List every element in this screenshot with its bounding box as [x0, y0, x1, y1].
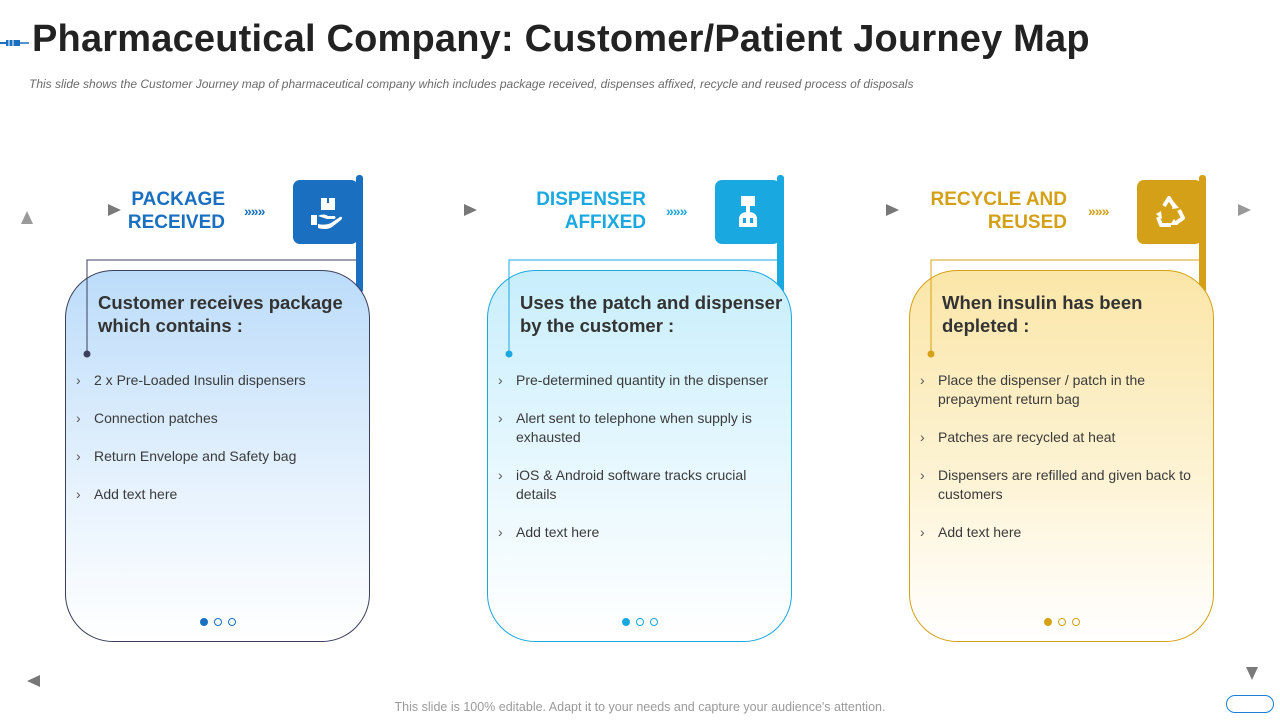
list-item: › Place the dispenser / patch in the prep… [920, 371, 1210, 409]
bullet-text: Return Envelope and Safety bag [94, 448, 297, 464]
stage-1-chevrons: »»» [244, 203, 265, 219]
bullet-text: Pre-determined quantity in the dispenser [516, 372, 769, 388]
stage-2-flag-bar [777, 175, 784, 293]
stage-2-page-dots [488, 613, 791, 631]
stage-3-flag-bar [1199, 175, 1206, 293]
bullet-text: iOS & Android software tracks crucial de… [516, 467, 747, 502]
stage-1-page-dots [66, 613, 369, 631]
chevron-right-icon: › [920, 524, 925, 540]
flow-arrowhead-top-4 [1238, 204, 1251, 216]
bullet-text: Patches are recycled at heat [938, 429, 1116, 445]
stage-3-chevrons: »»» [1088, 203, 1109, 219]
chevron-right-icon: › [920, 467, 925, 483]
stage-1-card: Customer receives package which contains… [65, 270, 370, 642]
flow-arrowhead-top-2 [464, 204, 477, 216]
bullet-text: Add text here [938, 524, 1022, 540]
dot-active [1043, 618, 1052, 626]
list-item: › Add text here [920, 523, 1210, 542]
chevron-right-icon: › [76, 448, 81, 464]
slide-nav-button[interactable] [1226, 695, 1274, 713]
chevron-right-icon: › [920, 429, 925, 445]
stage-1-title: PACKAGE RECEIVED [65, 188, 225, 234]
bullet-text: Add text here [516, 524, 600, 540]
list-item: › Return Envelope and Safety bag [76, 447, 366, 466]
stage-2-title-line-1: DISPENSER [536, 189, 646, 210]
flow-arrowhead-right-down [1246, 667, 1258, 680]
flow-arrowhead-bottom-left [27, 675, 40, 687]
stage-3-icon-box [1137, 180, 1202, 244]
list-item: › Alert sent to telephone when supply is … [498, 409, 788, 447]
list-item: › Dispensers are refilled and given back … [920, 466, 1210, 504]
dot [227, 618, 236, 626]
bullet-text: Alert sent to telephone when supply is e… [516, 410, 752, 445]
list-item: › 2 x Pre-Loaded Insulin dispensers [76, 371, 366, 390]
chevron-right-icon: › [76, 372, 81, 388]
dispenser-icon [738, 196, 757, 227]
list-item: › Patches are recycled at heat [920, 428, 1210, 447]
chevron-right-icon: › [920, 372, 925, 388]
page-title: Pharmaceutical Company: Customer/Patient… [32, 18, 1090, 60]
stage-3-bullet-list: › Place the dispenser / patch in the prep… [920, 371, 1210, 561]
stage-1-title-line-2: RECEIVED [127, 212, 225, 233]
recycle-icon [1155, 196, 1185, 227]
stage-1-card-heading: Customer receives package which contains… [98, 292, 343, 336]
dot-active [199, 618, 208, 626]
list-item: › Pre-determined quantity in the dispense… [498, 371, 788, 390]
stage-2-title: DISPENSER AFFIXED [486, 188, 646, 234]
stage-2-connector [505, 259, 777, 358]
flow-arrowhead-left-up [21, 211, 33, 224]
bullet-text: 2 x Pre-Loaded Insulin dispensers [94, 372, 306, 388]
dot-active [621, 618, 630, 626]
stage-2-card-heading: Uses the patch and dispenser by the cust… [520, 292, 783, 336]
dot [1057, 618, 1066, 626]
stage-1-icon-box [293, 180, 358, 244]
bullet-text: Add text here [94, 486, 178, 502]
chevron-right-icon: › [76, 410, 81, 426]
dot [649, 618, 658, 626]
list-item: › Add text here [76, 485, 366, 504]
stage-3-connector [927, 259, 1199, 358]
stage-2-chevrons: »»» [666, 203, 687, 219]
chevron-right-icon: › [498, 372, 503, 388]
hand-package-icon [310, 198, 342, 229]
stage-3-card: When insulin has been depleted : › Place … [909, 270, 1214, 642]
bullet-text: Place the dispenser / patch in the prepa… [938, 372, 1146, 407]
stage-3-page-dots [910, 613, 1213, 631]
stage-3-title: RECYCLE AND REUSED [907, 188, 1067, 234]
chevron-right-icon: › [498, 410, 503, 426]
stage-3-title-line-2: REUSED [987, 212, 1067, 233]
syringe-icon [0, 40, 29, 46]
stage-2-icon-box [715, 180, 780, 244]
stage-3-title-line-1: RECYCLE AND [930, 189, 1067, 210]
flow-arrowhead-top-1 [108, 204, 121, 216]
chevron-right-icon: › [76, 486, 81, 502]
stage-1-title-line-1: PACKAGE [131, 189, 225, 210]
dot [635, 618, 644, 626]
list-item: › Connection patches [76, 409, 366, 428]
page-subtitle: This slide shows the Customer Journey ma… [29, 77, 914, 91]
dot [1071, 618, 1080, 626]
stage-3-card-heading: When insulin has been depleted : [942, 292, 1143, 336]
stage-1-bullet-list: › 2 x Pre-Loaded Insulin dispensers › Conn… [76, 371, 366, 523]
list-item: › iOS & Android software tracks crucial d… [498, 466, 788, 504]
stage-2-bullet-list: › Pre-determined quantity in the dispense… [498, 371, 788, 561]
footer-note: This slide is 100% editable. Adapt it to… [394, 700, 886, 714]
bullet-text: Connection patches [94, 410, 218, 426]
stage-2-title-line-2: AFFIXED [564, 212, 646, 233]
list-item: › Add text here [498, 523, 788, 542]
flow-arrowhead-top-3 [886, 204, 899, 216]
chevron-right-icon: › [498, 524, 503, 540]
dot [213, 618, 222, 626]
stage-1-connector [83, 259, 356, 358]
stage-2-card: Uses the patch and dispenser by the cust… [487, 270, 792, 642]
stage-1-flag-bar [356, 175, 363, 293]
chevron-right-icon: › [498, 467, 503, 483]
bullet-text: Dispensers are refilled and given back t… [938, 467, 1191, 502]
